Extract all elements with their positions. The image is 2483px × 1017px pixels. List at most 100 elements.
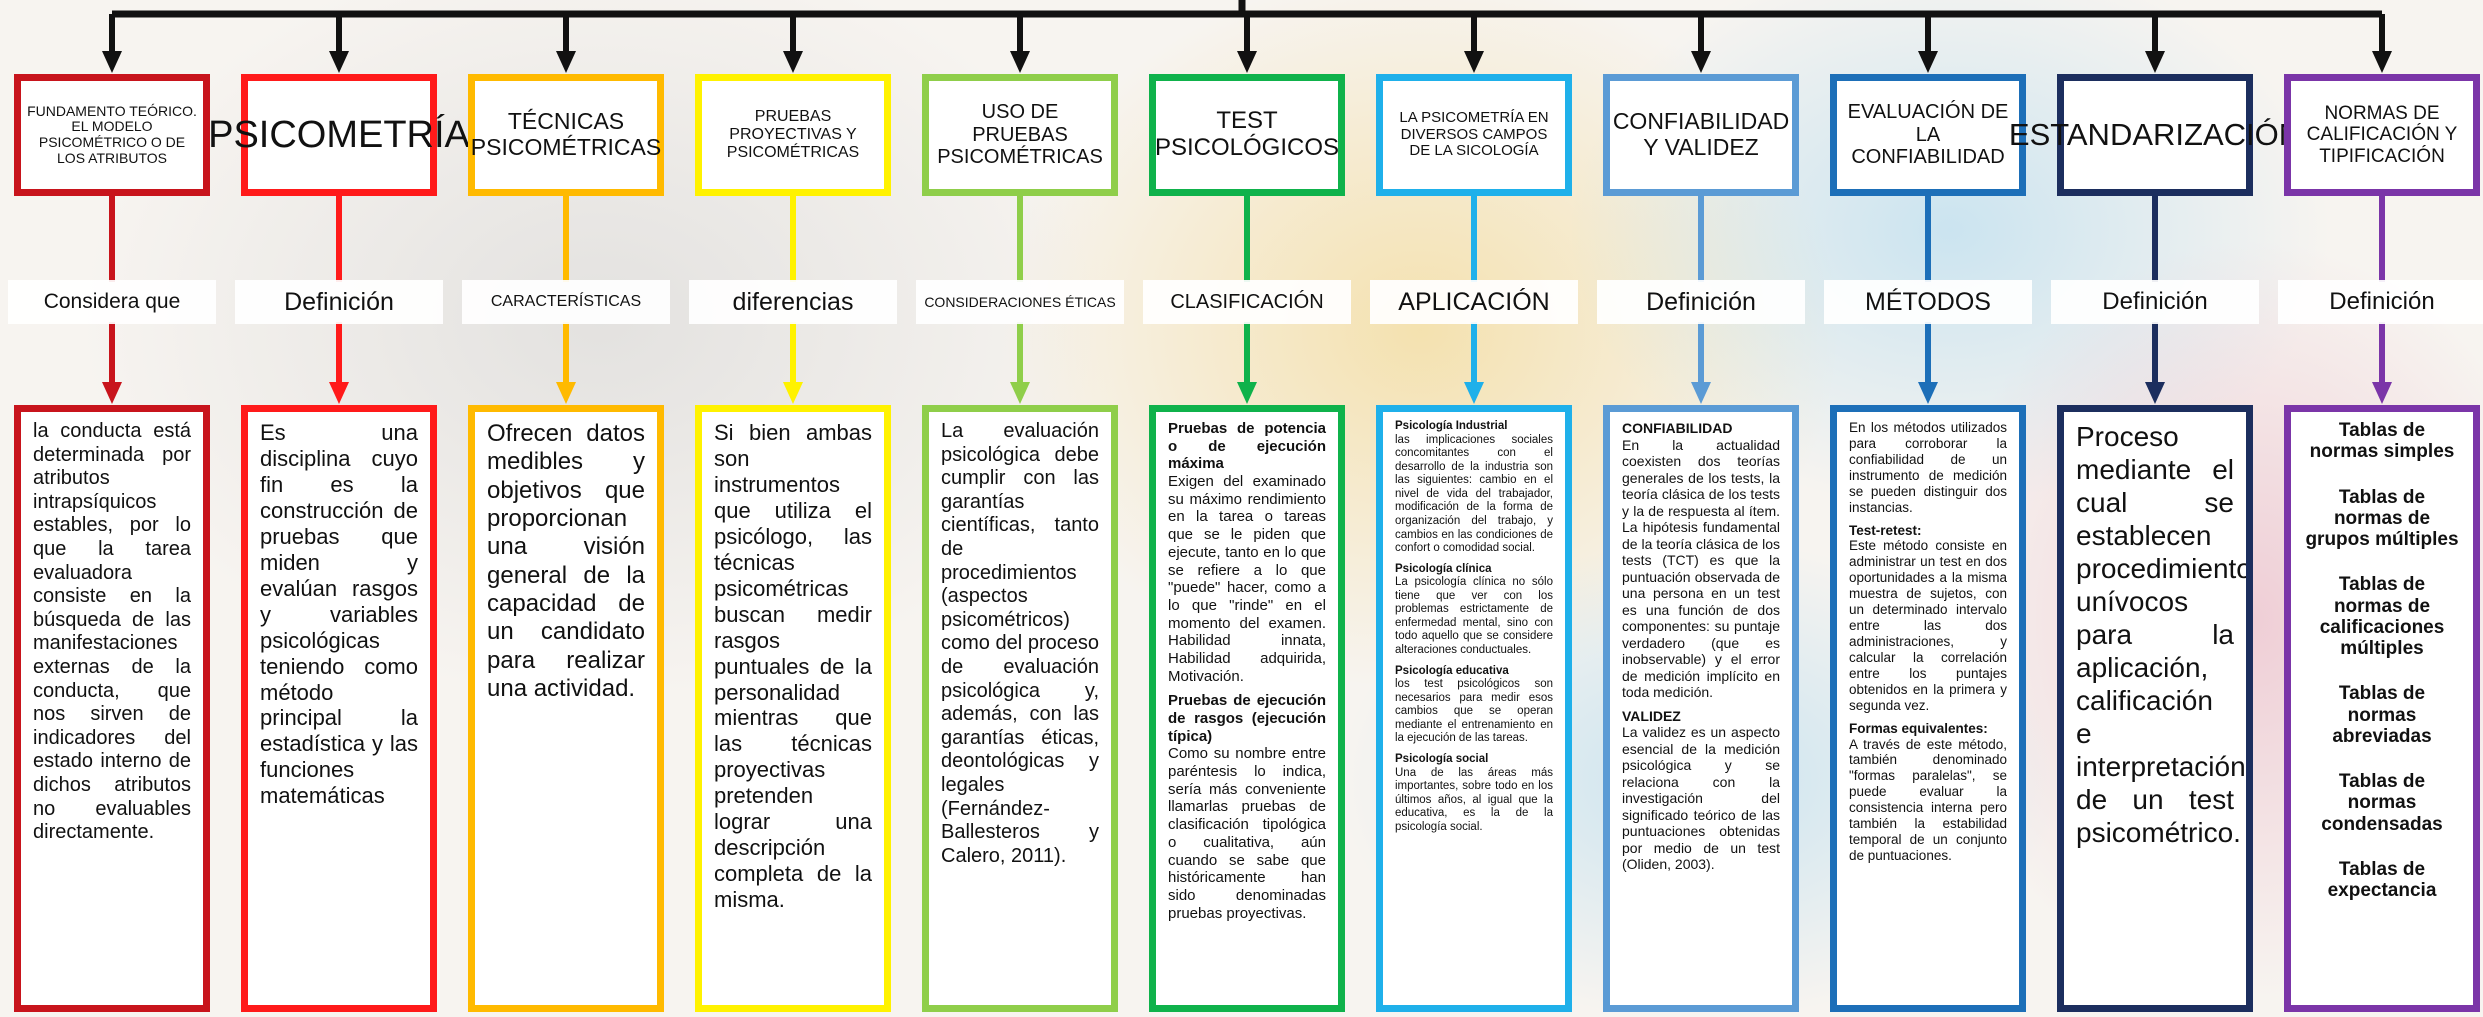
connector-label: Definición xyxy=(235,280,443,324)
column-header-text: NORMAS DE CALIFICACIÓN Y TIPIFICACIÓN xyxy=(2306,103,2458,167)
connector-label-text: Considera que xyxy=(43,289,181,313)
down-arrow-icon xyxy=(102,51,122,73)
column-6: TEST PSICOLÓGICOS CLASIFICACIÓN Pruebas de… xyxy=(1143,0,1351,1017)
down-arrow-icon xyxy=(1691,51,1711,73)
connector-label-text: Definición xyxy=(1646,287,1756,316)
connector-label-text: diferencias xyxy=(732,287,854,316)
column-header-text: TÉCNICAS PSICOMÉTRICAS xyxy=(470,108,662,160)
connector-label: CONSIDERACIONES ÉTICAS xyxy=(916,280,1124,324)
connector-label-text: CARACTERÍSTICAS xyxy=(490,292,642,310)
column-header-text: LA PSICOMETRÍA EN DIVERSOS CAMPOS DE LA … xyxy=(1399,108,1549,160)
connector-label-text: Definición xyxy=(284,287,394,316)
section-text: Una de las áreas más importantes, sobre … xyxy=(1395,766,1553,833)
column-5: USO DE PRUEBAS PSICOMÉTRICAS CONSIDERACIO… xyxy=(916,0,1124,1017)
section-text: las implicaciones sociales concomitantes… xyxy=(1395,433,1553,555)
content-box: En los métodos utilizados para corrobora… xyxy=(1830,405,2026,1012)
column-header-text: USO DE PRUEBAS PSICOMÉTRICAS xyxy=(937,101,1103,169)
section-text: En los métodos utilizados para corrobora… xyxy=(1849,420,2007,515)
down-arrow-icon xyxy=(1010,382,1030,404)
connector-label-text: Definición xyxy=(2102,288,2208,316)
column-header: NORMAS DE CALIFICACIÓN Y TIPIFICACIÓN xyxy=(2284,74,2480,196)
down-arrow-icon xyxy=(556,382,576,404)
content-text: la conducta está determinada por atribut… xyxy=(33,420,191,844)
section-text: La validez es un aspecto esencial de la … xyxy=(1622,724,1780,873)
norm-table-item: Tablas de normas simples xyxy=(2309,420,2455,463)
column-header: TEST PSICOLÓGICOS xyxy=(1149,74,1345,196)
column-header-text: PSICOMETRÍA xyxy=(208,113,470,156)
column-header: ESTANDARIZACIÓN xyxy=(2009,74,2301,196)
column-header: USO DE PRUEBAS PSICOMÉTRICAS xyxy=(922,74,1118,196)
down-arrow-icon xyxy=(1918,382,1938,404)
norm-table-item: Tablas de normas abreviadas xyxy=(2332,683,2432,747)
section-title: Pruebas de potencia o de ejecución máxim… xyxy=(1168,420,1326,473)
content-box: la conducta está determinada por atribut… xyxy=(14,405,210,1012)
section-title: Psicología educativa xyxy=(1395,664,1509,677)
down-arrow-icon xyxy=(1464,51,1484,73)
down-arrow-icon xyxy=(1918,51,1938,73)
column-header: LA PSICOMETRÍA EN DIVERSOS CAMPOS DE LA … xyxy=(1376,74,1572,196)
section-text: Este método consiste en administrar un t… xyxy=(1849,538,2007,713)
connector-label: Definición xyxy=(1597,280,1805,324)
column-header: CONFIABILIDAD Y VALIDEZ xyxy=(1603,74,1799,196)
section-title: CONFIABILIDAD xyxy=(1622,420,1733,436)
connector-label: Definición xyxy=(2278,280,2483,324)
norm-table-item: Tablas de expectancia xyxy=(2327,858,2437,902)
column-header-text: EVALUACIÓN DE LA CONFIABILIDAD xyxy=(1847,101,2009,169)
content-text: Proceso mediante el cual se establecen p… xyxy=(2076,421,2253,849)
down-arrow-icon xyxy=(329,51,349,73)
section-title: Psicología clínica xyxy=(1395,562,1492,575)
column-header: PRUEBAS PROYECTIVAS Y PSICOMÉTRICAS xyxy=(695,74,891,196)
section-text: En la actualidad coexisten dos teorías g… xyxy=(1622,436,1780,701)
down-arrow-icon xyxy=(1691,382,1711,404)
connector-label-text: Definición xyxy=(2329,288,2435,316)
content-section: Pruebas de potencia o de ejecución máxim… xyxy=(1168,420,1326,685)
column-7: LA PSICOMETRÍA EN DIVERSOS CAMPOS DE LA … xyxy=(1370,0,1578,1017)
down-arrow-icon xyxy=(2372,382,2392,404)
section-text: A través de este método, también denomin… xyxy=(1849,736,2007,863)
content-box: Es una disciplina cuyo fin es la constru… xyxy=(241,405,437,1012)
content-section: Test-retest:Este método consiste en admi… xyxy=(1849,523,2007,714)
section-title: Test-retest: xyxy=(1849,522,1922,538)
connector-label: CARACTERÍSTICAS xyxy=(462,280,670,324)
down-arrow-icon xyxy=(1010,51,1030,73)
column-header-text: FUNDAMENTO TEÓRICO. EL MODELO PSICOMÉTRI… xyxy=(27,102,197,166)
down-arrow-icon xyxy=(2145,51,2165,73)
section-title: VALIDEZ xyxy=(1622,707,1681,724)
down-arrow-icon xyxy=(783,51,803,73)
connector-label: Considera que xyxy=(8,280,216,324)
norm-table-item: Tablas de normas de grupos múltiples xyxy=(2305,486,2459,551)
connector-label: CLASIFICACIÓN xyxy=(1143,280,1351,324)
norm-table-item: Tablas de normas de calificaciones múlti… xyxy=(2319,574,2445,660)
column-header: PSICOMETRÍA xyxy=(208,74,470,196)
down-arrow-icon xyxy=(2145,382,2165,404)
column-header: EVALUACIÓN DE LA CONFIABILIDAD xyxy=(1830,74,2026,196)
down-arrow-icon xyxy=(2372,51,2392,73)
column-2: PSICOMETRÍA Definición Es una disciplina c… xyxy=(208,0,470,1017)
content-box: Si bien ambas son instrumentos que utili… xyxy=(695,405,891,1012)
content-section: En los métodos utilizados para corrobora… xyxy=(1849,420,2007,516)
content-text: Es una disciplina cuyo fin es la constru… xyxy=(260,420,418,809)
column-9: EVALUACIÓN DE LA CONFIABILIDAD MÉTODOS En … xyxy=(1824,0,2032,1017)
connector-label: diferencias xyxy=(689,280,897,324)
content-section: Formas equivalentes:A través de este mét… xyxy=(1849,721,2007,864)
content-box: Proceso mediante el cual se establecen p… xyxy=(2057,405,2253,1012)
content-box: Pruebas de potencia o de ejecución máxim… xyxy=(1149,405,1345,1012)
column-header-text: CONFIABILIDAD Y VALIDEZ xyxy=(1612,108,1790,160)
section-text: los test psicológicos son necesarios par… xyxy=(1395,678,1553,745)
column-header-text: PRUEBAS PROYECTIVAS Y PSICOMÉTRICAS xyxy=(726,108,860,161)
norm-table-item: Tablas de normas condensadas xyxy=(2321,771,2443,835)
column-4: PRUEBAS PROYECTIVAS Y PSICOMÉTRICAS difer… xyxy=(689,0,897,1017)
content-section: Pruebas de ejecución de rasgos (ejecució… xyxy=(1168,692,1326,922)
connector-label: MÉTODOS xyxy=(1824,280,2032,324)
